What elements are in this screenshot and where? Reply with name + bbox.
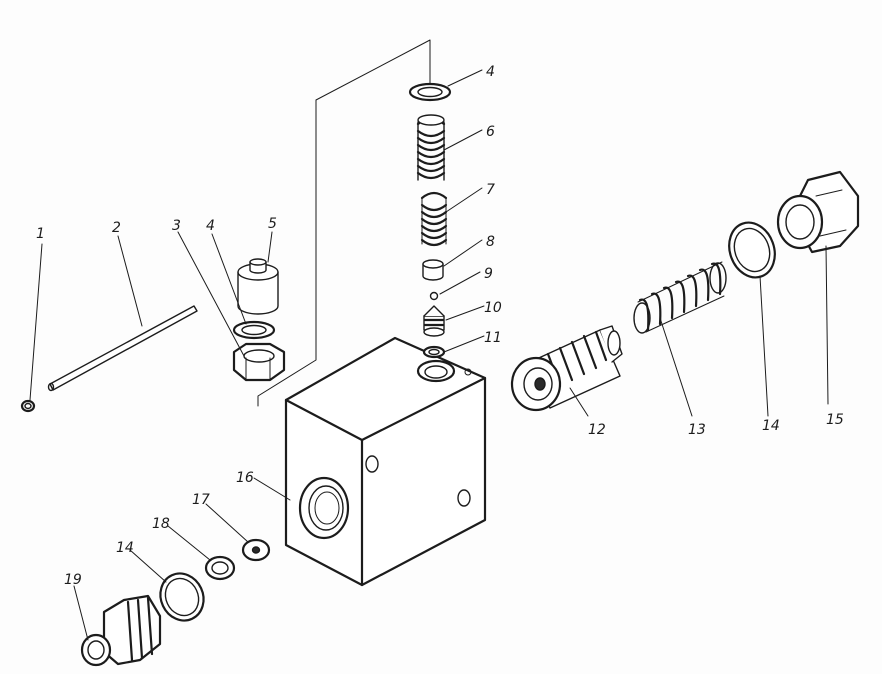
- label-part-1: 1: [36, 226, 45, 242]
- part-10-valve-cone: [423, 305, 445, 337]
- part-13-spring-right: [633, 261, 727, 334]
- valve-body-block: [284, 336, 487, 587]
- label-part-6: 6: [486, 124, 495, 140]
- part-9-ball: [429, 291, 439, 301]
- part-2-rod: [47, 305, 198, 392]
- leader-lines: [29, 69, 829, 641]
- part-11-seal-ring: [422, 345, 446, 359]
- label-part-5: 5: [268, 216, 277, 232]
- label-part-12: 12: [588, 422, 606, 438]
- label-part-7: 7: [486, 182, 495, 198]
- label-part-11: 11: [484, 330, 502, 346]
- part-8-spring-seat: [422, 259, 444, 281]
- assembly-guide-line: [257, 39, 431, 407]
- part-4-washer-top: [408, 82, 452, 102]
- label-part-15: 15: [826, 412, 844, 428]
- label-part-16: 16: [236, 470, 254, 486]
- label-part-4-left: 4: [206, 218, 215, 234]
- label-part-14-left: 14: [116, 540, 134, 556]
- label-part-4-top: 4: [486, 64, 495, 80]
- label-part-17: 17: [192, 492, 210, 508]
- part-17-orifice-disc: [241, 538, 271, 562]
- label-part-3: 3: [172, 218, 181, 234]
- label-part-10: 10: [484, 300, 502, 316]
- part-18-washer: [204, 555, 236, 581]
- label-part-19: 19: [64, 572, 82, 588]
- part-3-hex-nut: [232, 342, 286, 382]
- part-1-spring-clip: [20, 399, 36, 413]
- part-7-spring-small: [420, 191, 448, 247]
- part-4-washer-left: [232, 320, 276, 340]
- label-part-13: 13: [688, 422, 706, 438]
- part-19-union: [80, 594, 162, 667]
- part-5-cap: [237, 258, 279, 315]
- part-labels: 1 2 3 4 5 4 6 7 8 9 10 11 12 13 14 15 16…: [36, 64, 844, 588]
- part-14-ring-left: [159, 572, 205, 622]
- label-part-2: 2: [112, 220, 121, 236]
- part-15-plug: [776, 170, 860, 254]
- part-14-ring-right: [728, 221, 776, 279]
- label-part-18: 18: [152, 516, 170, 532]
- part-12-spool: [510, 325, 623, 412]
- label-part-14-right: 14: [762, 418, 780, 434]
- label-part-9: 9: [484, 266, 493, 282]
- part-6-spring-large: [416, 114, 446, 181]
- label-part-8: 8: [486, 234, 495, 250]
